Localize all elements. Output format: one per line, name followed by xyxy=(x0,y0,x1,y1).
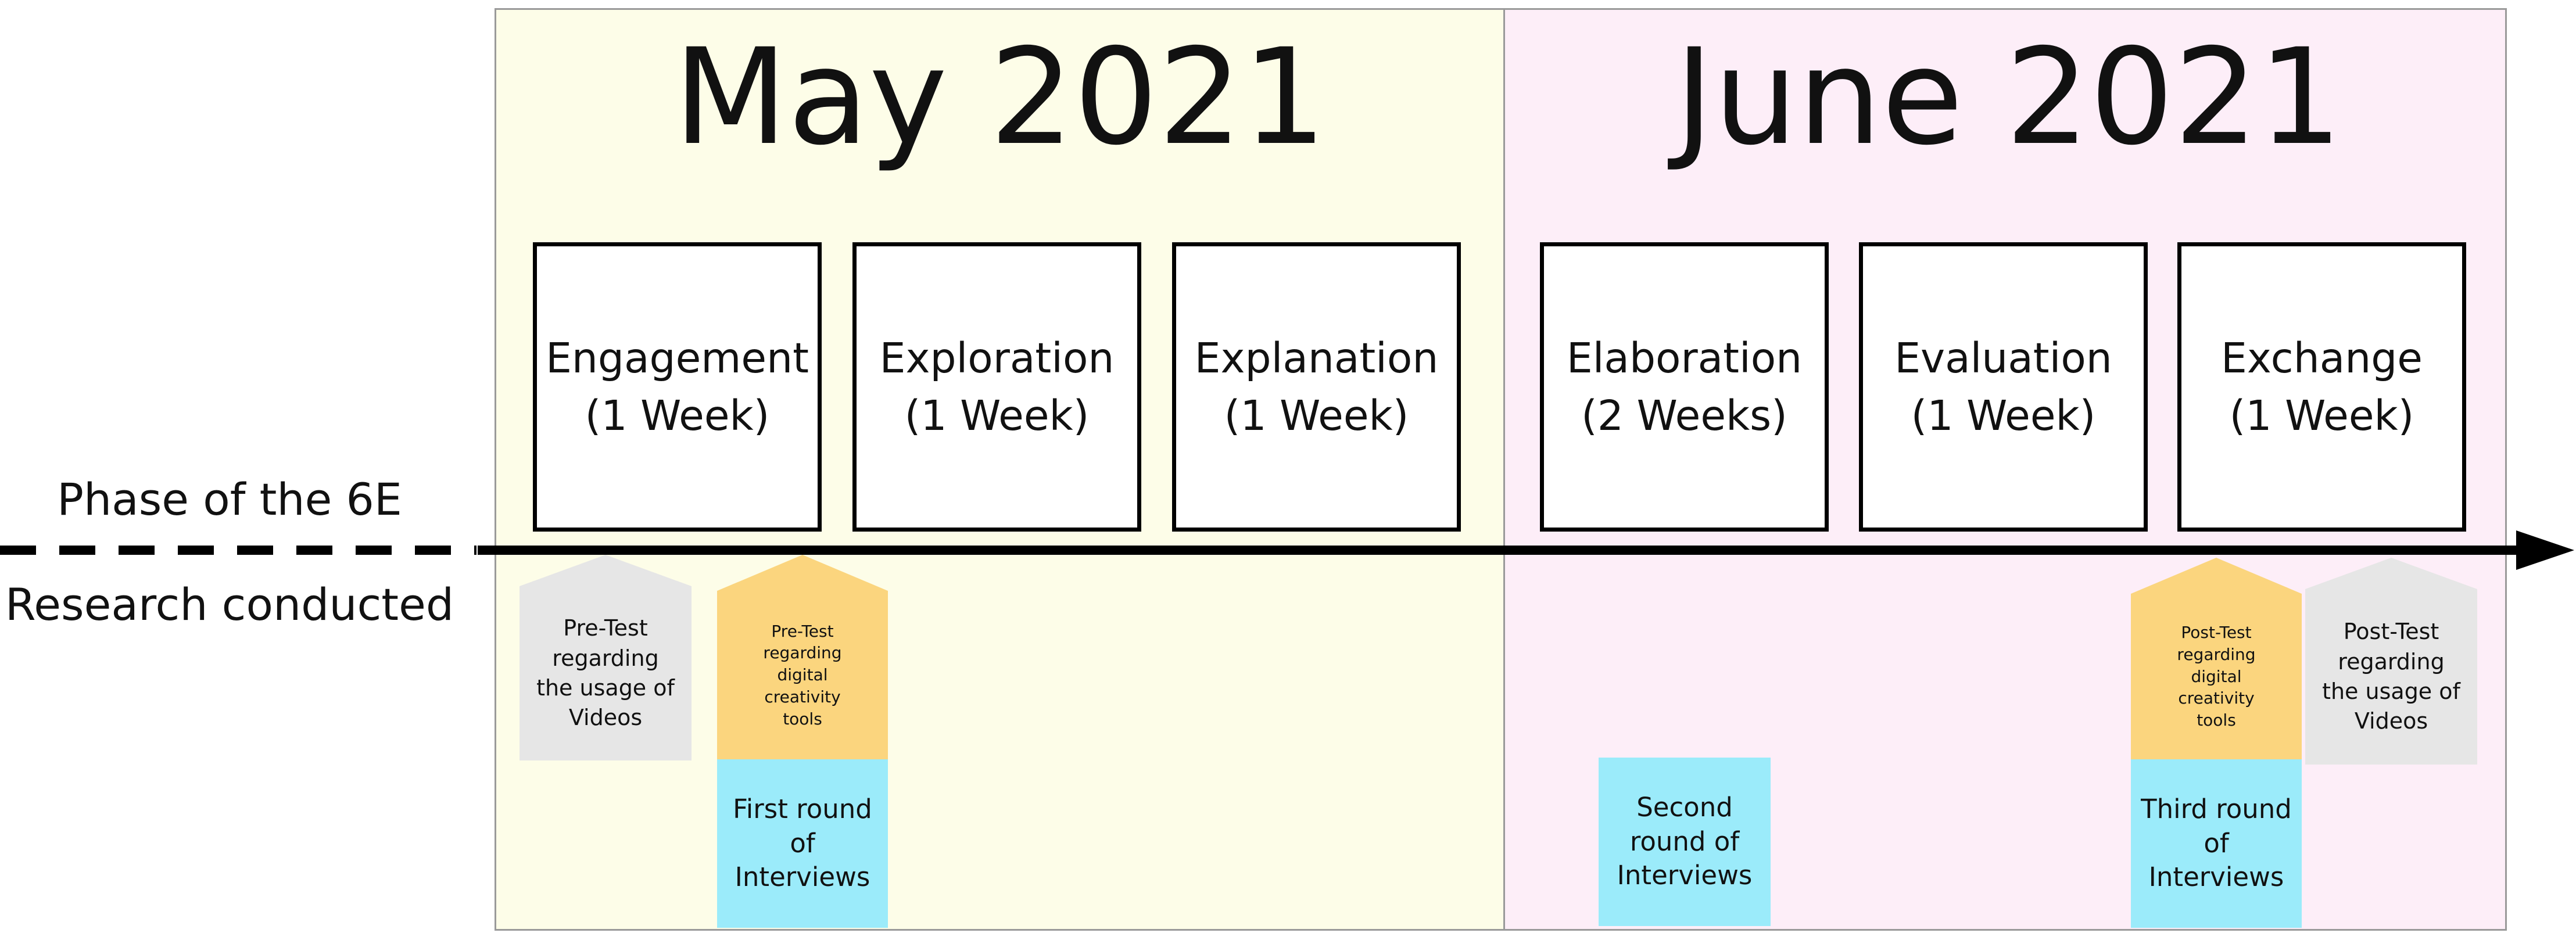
pentagon-note-shape xyxy=(2131,558,2302,759)
month-title-may: May 2021 xyxy=(673,20,1327,174)
phase-exploration: Exploration (1 Week) xyxy=(852,242,1141,532)
note-text: Pre-Test regarding digital creativity to… xyxy=(763,621,842,729)
phase-duration: (1 Week) xyxy=(2229,392,2414,440)
phase-evaluation: Evaluation (1 Week) xyxy=(1859,242,2148,532)
phase-engagement: Engagement (1 Week) xyxy=(533,242,822,532)
note-text: Post-Test regarding digital creativity t… xyxy=(2177,623,2256,730)
note-posttest-tools: Post-Test regarding digital creativity t… xyxy=(2131,558,2302,759)
note-second-interviews: Second round of Interviews xyxy=(1599,758,1771,926)
note-text: Post-Test regarding the usage of Videos xyxy=(2322,619,2460,734)
phase-name: Exploration xyxy=(879,333,1115,382)
pentagon-note-shape xyxy=(717,555,888,759)
phase-name: Engagement xyxy=(546,333,809,382)
arrow-head-icon xyxy=(2516,530,2574,570)
timeline-axis xyxy=(0,530,2574,570)
phase-explanation: Explanation (1 Week) xyxy=(1172,242,1461,532)
label-phase-of-6e: Phase of the 6E xyxy=(57,473,402,525)
phase-name: Explanation xyxy=(1194,333,1439,382)
phase-exchange: Exchange (1 Week) xyxy=(2177,242,2466,532)
note-pretest-tools: Pre-Test regarding digital creativity to… xyxy=(717,555,888,759)
phase-duration: (1 Week) xyxy=(1911,392,2096,440)
pentagon-note-shape xyxy=(2305,558,2477,765)
phase-name: Elaboration xyxy=(1566,333,1803,382)
phase-duration: (2 Weeks) xyxy=(1581,392,1787,440)
note-third-interviews: Third round of Interviews xyxy=(2131,759,2302,928)
note-posttest-videos: Post-Test regarding the usage of Videos xyxy=(2305,558,2477,765)
phase-name: Exchange xyxy=(2221,333,2423,382)
note-pretest-videos: Pre-Test regarding the usage of Videos xyxy=(520,555,692,760)
pentagon-note-shape xyxy=(520,555,692,760)
phase-duration: (1 Week) xyxy=(585,392,770,440)
note-text: Pre-Test regarding the usage of Videos xyxy=(536,615,675,731)
label-research-conducted: Research conducted xyxy=(5,579,454,630)
phase-duration: (1 Week) xyxy=(1224,392,1409,440)
month-title-june: June 2021 xyxy=(1674,20,2343,174)
phase-duration: (1 Week) xyxy=(904,392,1090,440)
phase-name: Evaluation xyxy=(1894,333,2112,382)
note-first-interviews: First round of Interviews xyxy=(717,759,888,928)
phase-elaboration: Elaboration (2 Weeks) xyxy=(1540,242,1829,532)
